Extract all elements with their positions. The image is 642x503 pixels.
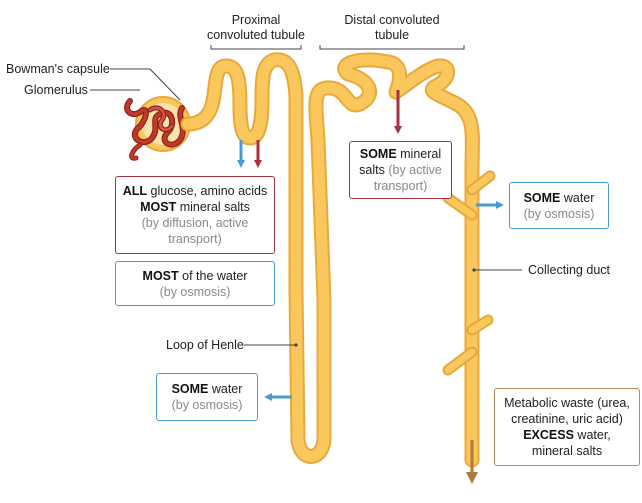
distal-bracket (319, 45, 465, 50)
label-bowmans-capsule: Bowman's capsule (6, 62, 110, 76)
box-some-water-right: SOME water (by osmosis) (509, 182, 609, 229)
box-all-glucose: ALL glucose, amino acids MOST mineral sa… (115, 176, 275, 254)
box-most-water: MOST of the water (by osmosis) (115, 261, 275, 306)
box-waste: Metabolic waste (urea, creatinine, uric … (494, 388, 640, 466)
arrow-brown-output (466, 440, 478, 484)
label-collecting-duct: Collecting duct (528, 263, 610, 277)
header-distal: Distal convoluted tubule (344, 13, 440, 42)
proximal-bracket (210, 45, 302, 50)
leader-bowmans (110, 68, 181, 101)
label-glomerulus: Glomerulus (24, 83, 88, 97)
label-loop-of-henle: Loop of Henle (166, 338, 244, 352)
nephron-tubule (180, 52, 496, 468)
header-proximal: Proximal convoluted tubule (207, 13, 305, 42)
glomerulus-shape (124, 98, 186, 161)
box-some-water-left: SOME water (by osmosis) (156, 373, 258, 421)
box-some-salts: SOME mineral salts (by active transport) (349, 141, 452, 199)
